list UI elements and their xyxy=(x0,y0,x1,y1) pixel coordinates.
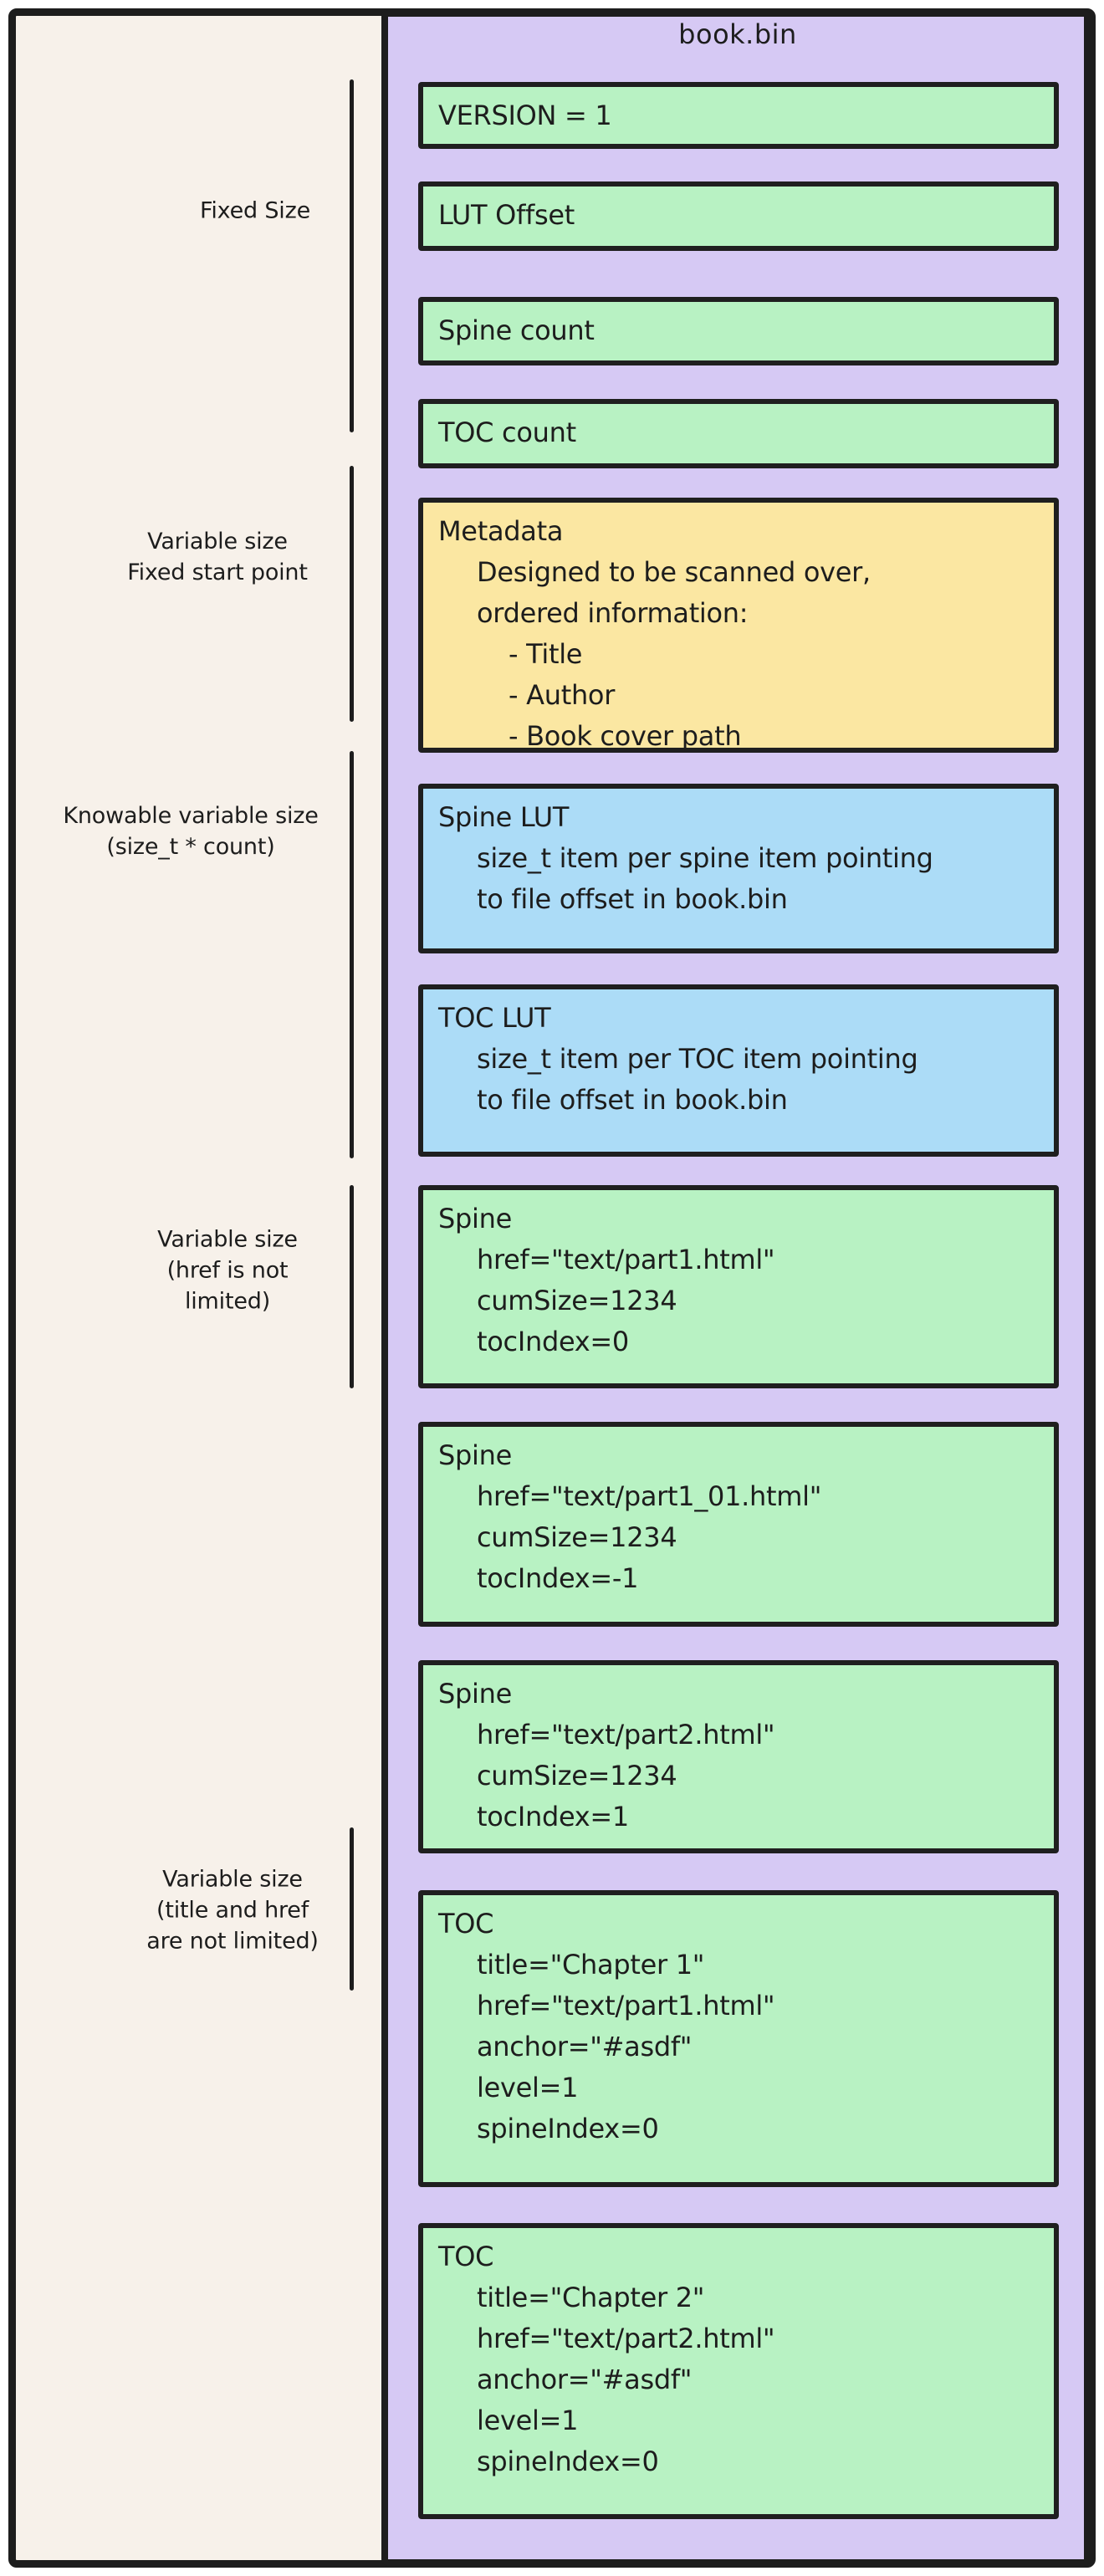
field-box-spine-lut: Spine LUT size_t item per spine item poin… xyxy=(418,784,1059,953)
field-box-line: Designed to be scanned over, xyxy=(477,556,871,588)
field-box-line: Spine xyxy=(438,1678,512,1710)
field-box-line: size_t item per spine item pointing xyxy=(477,842,933,874)
field-box-line: spineIndex=0 xyxy=(477,2113,659,2144)
section-label-knowable-variable: Knowable variable size (size_t * count) xyxy=(63,803,319,860)
field-box-line: TOC xyxy=(438,1908,494,1940)
section-label-variable-fixed-start: Variable size Fixed start point xyxy=(127,529,308,585)
field-box-line: href="text/part1.html" xyxy=(477,1244,775,1275)
field-box-line: cumSize=1234 xyxy=(477,1521,677,1553)
field-box-line: to file offset in book.bin xyxy=(477,883,788,915)
file-panel-title: book.bin xyxy=(678,18,797,50)
field-box-line: Spine count xyxy=(438,314,595,346)
field-box-line: tocIndex=0 xyxy=(477,1326,629,1357)
field-box-line: href="text/part1_01.html" xyxy=(477,1480,822,1512)
field-box-spine-3: Spine href="text/part2.html" cumSize=1234 t… xyxy=(418,1660,1059,1853)
field-box-line: tocIndex=-1 xyxy=(477,1562,639,1594)
field-box-line: Metadata xyxy=(438,515,564,547)
field-box-spine-1: Spine href="text/part1.html" cumSize=1234 t… xyxy=(418,1185,1059,1388)
field-box-line: cumSize=1234 xyxy=(477,1760,677,1791)
field-box-line: href="text/part1.html" xyxy=(477,1990,775,2021)
field-box-line: Spine xyxy=(438,1439,512,1471)
field-box-line: cumSize=1234 xyxy=(477,1285,677,1316)
section-label-variable-title-href: Variable size (title and href are not li… xyxy=(146,1866,319,1955)
field-box-spine-2: Spine href="text/part1_01.html" cumSize=12… xyxy=(418,1422,1059,1627)
field-box-line: level=1 xyxy=(477,2072,579,2103)
field-box-line: anchor="#asdf" xyxy=(477,2364,693,2395)
field-box-line: tocIndex=1 xyxy=(477,1801,629,1832)
section-label-variable-href: Variable size (href is not limited) xyxy=(157,1226,298,1315)
field-box-line: LUT Offset xyxy=(438,199,575,231)
field-box-line: TOC LUT xyxy=(438,1002,551,1034)
section-bracket-variable-title-href xyxy=(350,1827,354,1991)
section-label-fixed-size: Fixed Size xyxy=(200,197,310,224)
field-box-spine-count: Spine count xyxy=(418,297,1059,365)
field-box-line: TOC xyxy=(438,2241,494,2272)
field-box-line: anchor="#asdf" xyxy=(477,2031,693,2062)
field-box-toc-2: TOC title="Chapter 2" href="text/part2.htm… xyxy=(418,2223,1059,2519)
field-box-lut-offset: LUT Offset xyxy=(418,181,1059,251)
field-box-toc-count: TOC count xyxy=(418,399,1059,468)
field-box-line: spineIndex=0 xyxy=(477,2446,659,2477)
section-bracket-variable-fixed-start xyxy=(350,466,354,722)
field-box-line: level=1 xyxy=(477,2405,579,2436)
field-box-line: Spine LUT xyxy=(438,801,570,833)
field-box-line: TOC count xyxy=(438,417,576,448)
field-box-line: title="Chapter 1" xyxy=(477,1949,705,1981)
field-box-line: VERSION = 1 xyxy=(438,100,612,131)
field-box-line: ordered information: xyxy=(477,597,749,629)
field-box-line: - Title xyxy=(509,638,583,670)
field-box-line: size_t item per TOC item pointing xyxy=(477,1043,918,1075)
field-box-line: href="text/part2.html" xyxy=(477,1719,775,1751)
section-bracket-fixed-size xyxy=(350,79,354,432)
field-box-line: title="Chapter 2" xyxy=(477,2282,705,2313)
field-box-toc-1: TOC title="Chapter 1" href="text/part1.htm… xyxy=(418,1890,1059,2187)
field-box-version: VERSION = 1 xyxy=(418,82,1059,149)
section-bracket-variable-href xyxy=(350,1185,354,1388)
field-box-line: href="text/part2.html" xyxy=(477,2323,775,2354)
field-box-line: to file offset in book.bin xyxy=(477,1084,788,1116)
field-box-line: Spine xyxy=(438,1203,512,1234)
field-box-toc-lut: TOC LUT size_t item per TOC item pointing… xyxy=(418,984,1059,1157)
field-box-line: - Book cover path xyxy=(509,720,742,752)
field-box-line: - Author xyxy=(509,679,616,711)
section-bracket-knowable-variable xyxy=(350,751,354,1158)
